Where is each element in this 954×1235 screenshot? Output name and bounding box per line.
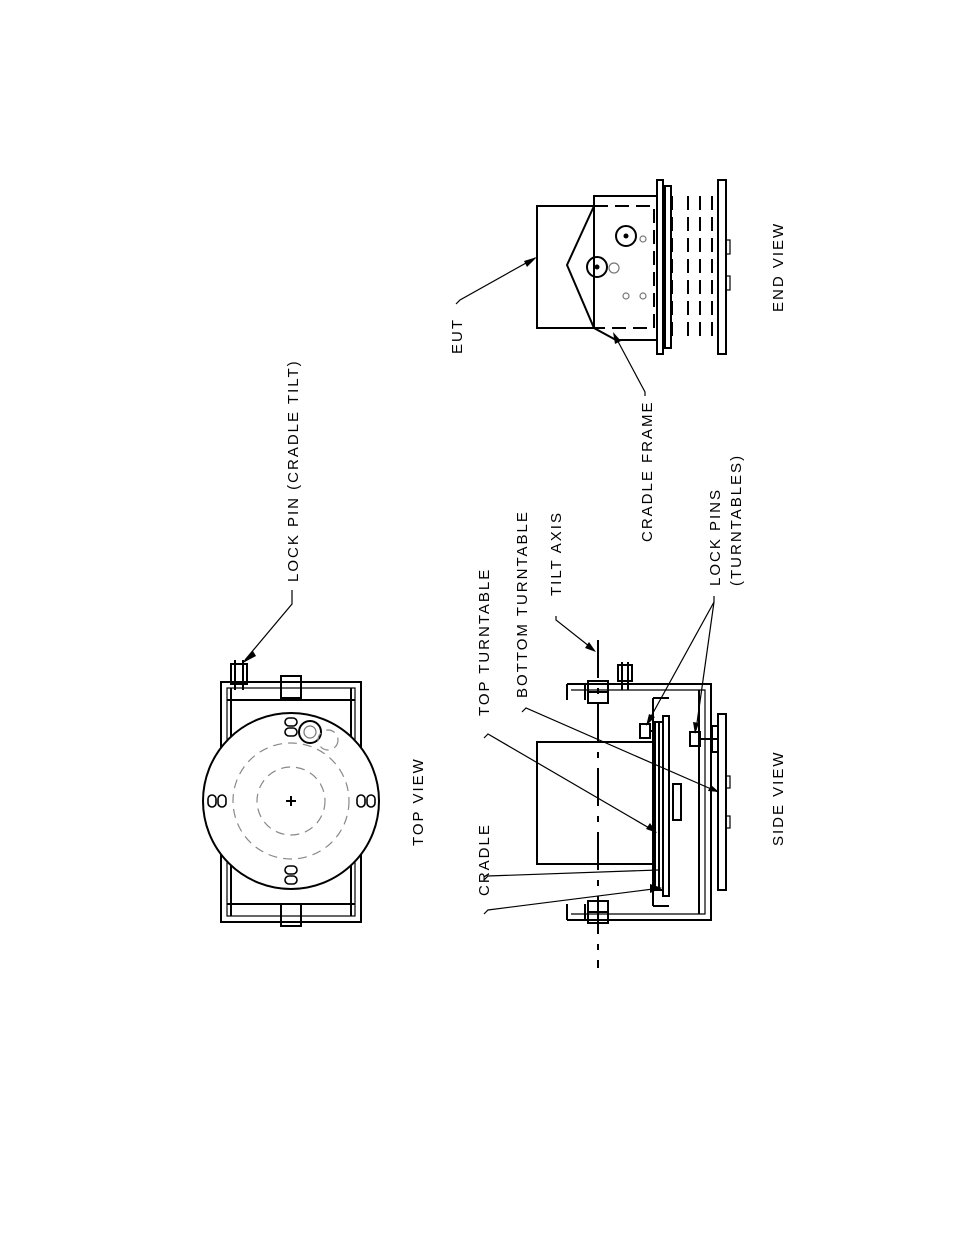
label-end-view: END VIEW	[770, 222, 787, 312]
label-turntables: (TURNTABLES)	[728, 454, 745, 586]
label-top-view: TOP VIEW	[410, 757, 427, 846]
label-cradle: CRADLE	[476, 823, 493, 896]
label-lock-pin-cradle-tilt: LOCK PIN (CRADLE TILT)	[285, 359, 302, 582]
end-view-drawing	[456, 180, 730, 396]
label-top-turntable: TOP TURNTABLE	[476, 568, 493, 716]
label-tilt-axis: TILT AXIS	[548, 511, 565, 596]
label-bottom-turntable: BOTTOM TURNTABLE	[514, 510, 531, 698]
label-eut: EUT	[449, 318, 466, 354]
label-cradle-frame: CRADLE FRAME	[639, 400, 656, 542]
label-side-view: SIDE VIEW	[770, 750, 787, 846]
top-view-drawing	[203, 590, 379, 926]
label-lock-pins: LOCK PINS	[707, 488, 724, 586]
